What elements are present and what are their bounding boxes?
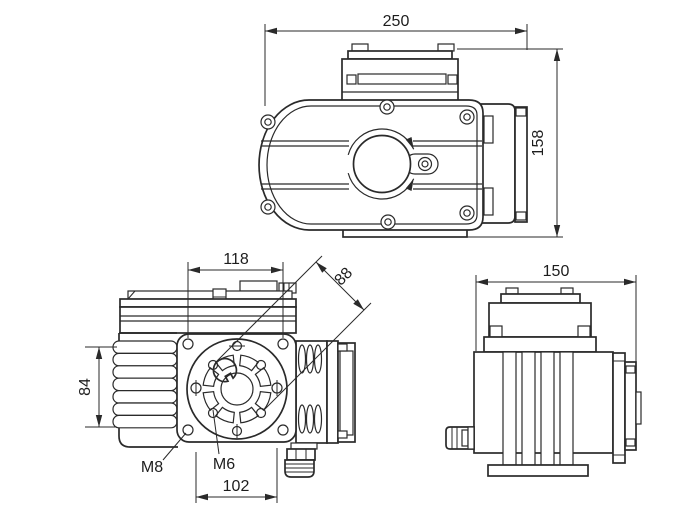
dim-flange-top-spacing: 118 [187,251,284,338]
keyed-shaft-bore [212,357,238,383]
dim-label-bottom-spacing: 102 [223,478,250,495]
dim-label-side-width: 150 [543,263,570,280]
front-view-heatsink-fins [112,340,178,429]
side-view-cable-gland [445,426,475,450]
top-view-terminal-box [341,43,459,106]
front-view-cable-gland [284,442,318,478]
dim-label-top-width: 250 [383,13,410,30]
side-view-top-cap [483,287,597,353]
mounting-flange [176,333,297,443]
side-view-right-bracket [612,352,642,464]
side-view-base-plate [487,464,589,477]
dim-label-flange-top-spacing: 118 [223,251,249,268]
side-view-body [473,351,614,477]
dim-side-width: 150 [475,263,637,363]
top-view-motor-block [477,103,528,224]
dim-label-diagonal-spacing: 88 [332,264,357,289]
label-inner-thread: M6 [213,456,235,473]
front-view [112,280,356,478]
side-view [445,287,642,477]
dim-left-height: 84 [77,346,117,428]
front-view-motor-section [295,340,356,444]
front-view-upper-band [119,306,297,334]
dim-label-left-height: 84 [77,378,94,396]
dim-top-width: 250 [264,13,528,106]
front-view-body-outline [118,333,178,448]
cover-screws [260,99,475,230]
dim-label-top-height: 158 [530,130,547,157]
dim-bottom-spacing: 102 [195,448,278,503]
rotation-arrows [347,128,415,200]
top-view [258,43,528,238]
front-view-top-lid [119,280,297,308]
label-corner-thread: M8 [141,459,163,476]
output-shaft-hub [352,134,439,194]
thread-labels: M8 M6 [141,409,235,476]
dim-top-height: 158 [457,48,563,238]
